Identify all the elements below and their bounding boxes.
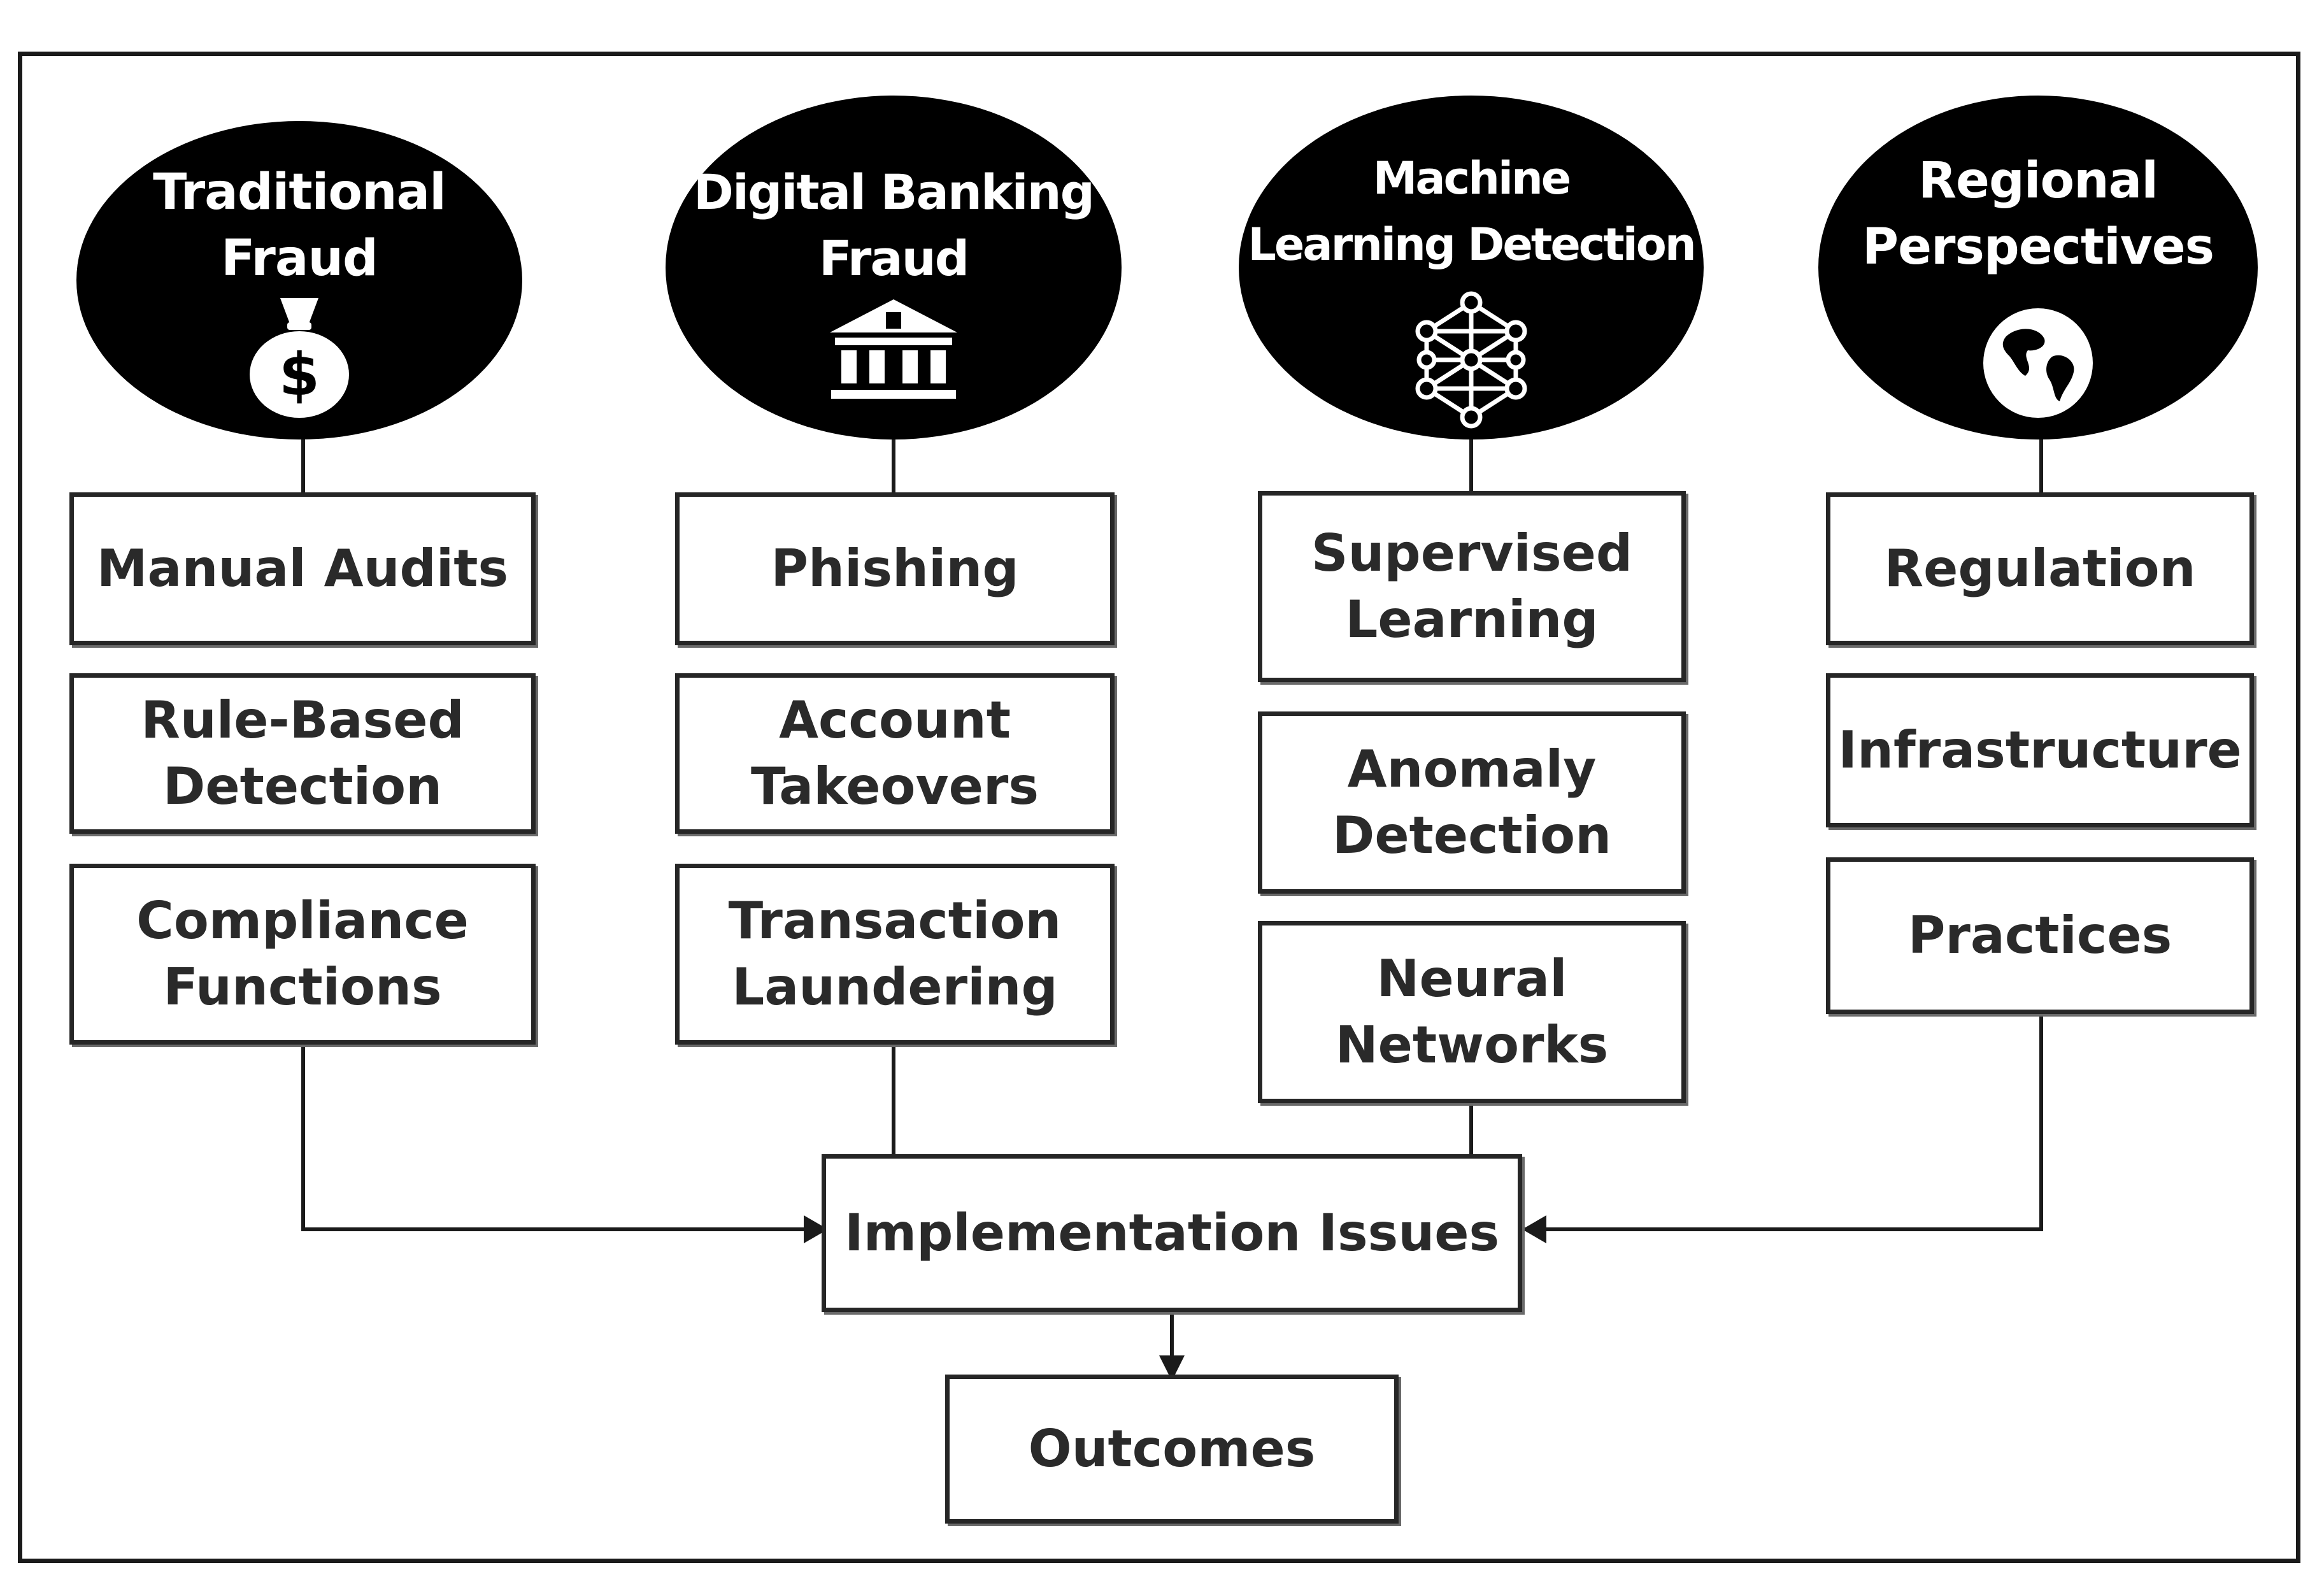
bank-icon (823, 294, 964, 411)
category-regional-perspectives: Regional Perspectives (1818, 96, 2258, 439)
diagram-frame (18, 52, 2300, 1563)
item-account-takeovers: Account Takeovers (675, 673, 1115, 834)
item-manual-audits: Manual Audits (69, 492, 536, 645)
neural-network-icon (1401, 290, 1541, 432)
category-title: Digital Banking Fraud (693, 164, 1095, 287)
item-phishing: Phishing (675, 492, 1115, 645)
item-transaction-laundering: Transaction Laundering (675, 864, 1115, 1045)
implementation-issues-box: Implementation Issues (822, 1154, 1522, 1312)
item-rule-based-detection: Rule-Based Detection (69, 673, 536, 834)
item-neural-networks: Neural Networks (1258, 921, 1686, 1103)
item-anomaly-detection: Anomaly Detection (1258, 711, 1686, 894)
arrowhead-left (804, 1215, 828, 1243)
category-machine-learning-detection: Machine Learning Detection (1239, 96, 1704, 439)
arrowhead-right (1522, 1215, 1546, 1243)
item-supervised-learning: Supervised Learning (1258, 491, 1686, 682)
item-regulation: Regulation (1826, 492, 2254, 645)
svg-text:$: $ (279, 341, 320, 409)
category-title: Regional Perspectives (1862, 152, 2214, 276)
arrowhead-down (1159, 1355, 1185, 1381)
item-practices: Practices (1826, 857, 2254, 1014)
item-compliance-functions: Compliance Functions (69, 864, 536, 1045)
category-title: Machine Learning Detection (1248, 152, 1696, 271)
item-infrastructure: Infrastructure (1826, 673, 2254, 827)
arrow-regional-to-center (1524, 1014, 2043, 1232)
category-digital-banking-fraud: Digital Banking Fraud (666, 96, 1122, 439)
category-traditional-fraud: Traditional Fraud $ (76, 121, 522, 439)
outcomes-box: Outcomes (945, 1375, 1399, 1524)
money-bag-icon: $ (245, 292, 353, 422)
category-title: Traditional Fraud (153, 164, 446, 287)
arrow-traditional-to-center (301, 1045, 817, 1232)
globe-icon (1981, 306, 2095, 423)
